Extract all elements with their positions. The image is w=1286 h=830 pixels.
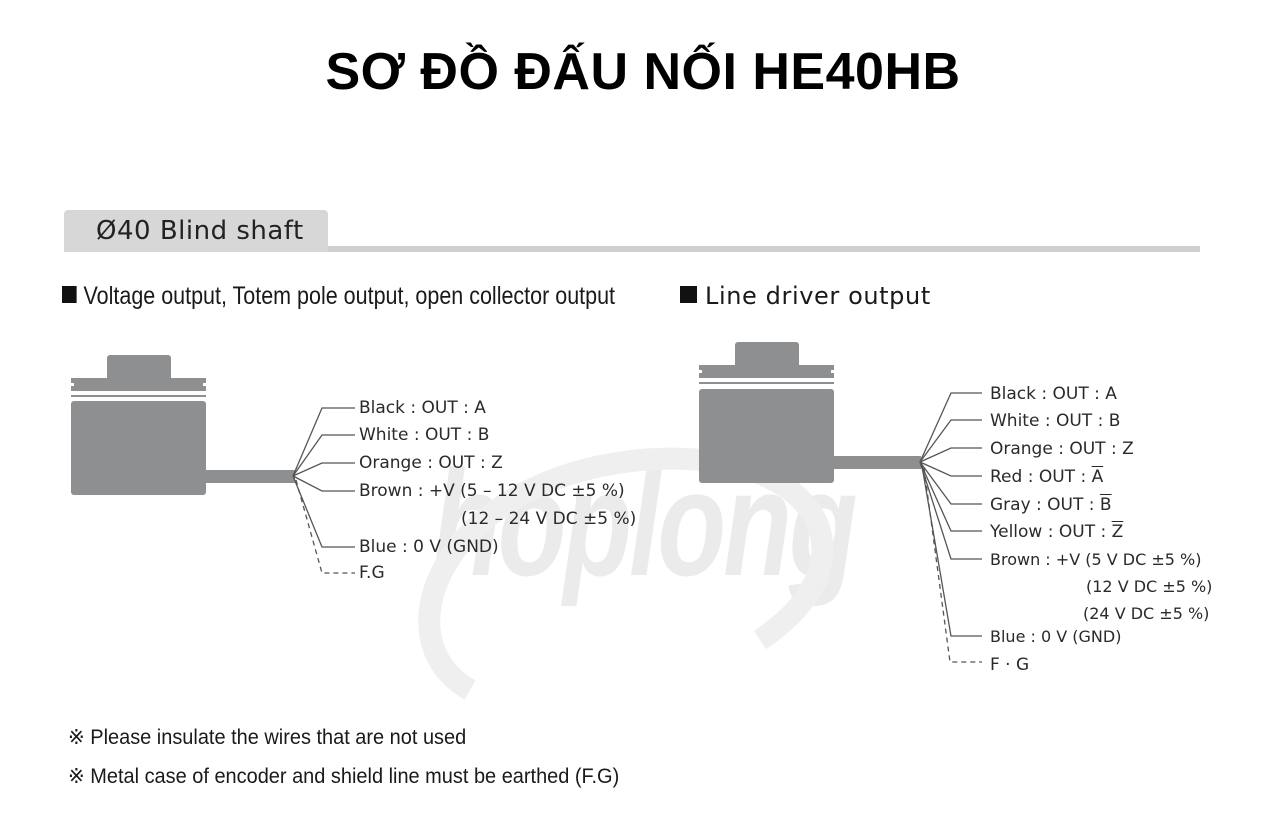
subhead-voltage-output: Voltage output, Totem pole output, open … xyxy=(62,282,615,311)
bullet-square-icon xyxy=(62,286,77,303)
signal-b-inverted: B xyxy=(1099,495,1112,515)
wire-label-brown-alt: (12 – 24 V DC ±5 %) xyxy=(461,509,637,529)
wires-right xyxy=(919,392,982,663)
wire-label-red: Red : OUT : A xyxy=(990,467,1103,487)
wire-label-yellow-prefix: Yellow : OUT : xyxy=(990,522,1112,542)
wire-label-red-prefix: Red : OUT : xyxy=(990,467,1092,487)
subhead-left-text: Voltage output, Totem pole output, open … xyxy=(83,282,616,310)
wire-label-brown: Brown : +V (5 V DC ±5 %) xyxy=(990,550,1202,569)
page-title: SƠ ĐỒ ĐẤU NỐI HE40HB xyxy=(325,43,961,101)
encoder-left-icon xyxy=(71,355,295,495)
wire-label-black: Black : OUT : A xyxy=(990,384,1117,404)
wire-label-gray-prefix: Gray : OUT : xyxy=(990,495,1100,515)
wire-label-white: White : OUT : B xyxy=(990,411,1121,431)
encoder-right-icon xyxy=(699,342,921,483)
section-label: Ø40 Blind shaft xyxy=(96,216,304,246)
signal-a-inverted: A xyxy=(1091,467,1104,487)
signal-z-inverted: Z xyxy=(1111,522,1124,542)
wires-left xyxy=(292,407,355,574)
subhead-line-driver: Line driver output xyxy=(680,282,931,310)
wire-label-orange: Orange : OUT : Z xyxy=(359,453,503,473)
wire-label-white: White : OUT : B xyxy=(359,425,490,445)
wire-label-fg: F.G xyxy=(359,563,385,583)
wire-label-blue: Blue : 0 V (GND) xyxy=(359,537,499,557)
section-tab xyxy=(64,210,328,252)
wire-label-brown: Brown : +V (5 – 12 V DC ±5 %) xyxy=(359,481,625,501)
section-divider xyxy=(328,246,1200,252)
subhead-right-text: Line driver output xyxy=(705,282,931,310)
wire-label-brown-12v: (12 V DC ±5 %) xyxy=(1086,577,1213,596)
note-insulate: ※ Please insulate the wires that are not… xyxy=(68,726,467,749)
wire-label-brown-24v: (24 V DC ±5 %) xyxy=(1083,604,1210,623)
wire-label-fg: F · G xyxy=(990,655,1030,675)
wire-label-orange: Orange : OUT : Z xyxy=(990,439,1134,459)
wire-label-gray: Gray : OUT : B xyxy=(990,495,1112,515)
wire-label-black: Black : OUT : A xyxy=(359,398,486,418)
wire-label-blue: Blue : 0 V (GND) xyxy=(990,627,1122,646)
bullet-square-icon xyxy=(680,286,697,303)
note-earthing: ※ Metal case of encoder and shield line … xyxy=(68,765,620,788)
wire-label-yellow: Yellow : OUT : Z xyxy=(990,522,1123,542)
